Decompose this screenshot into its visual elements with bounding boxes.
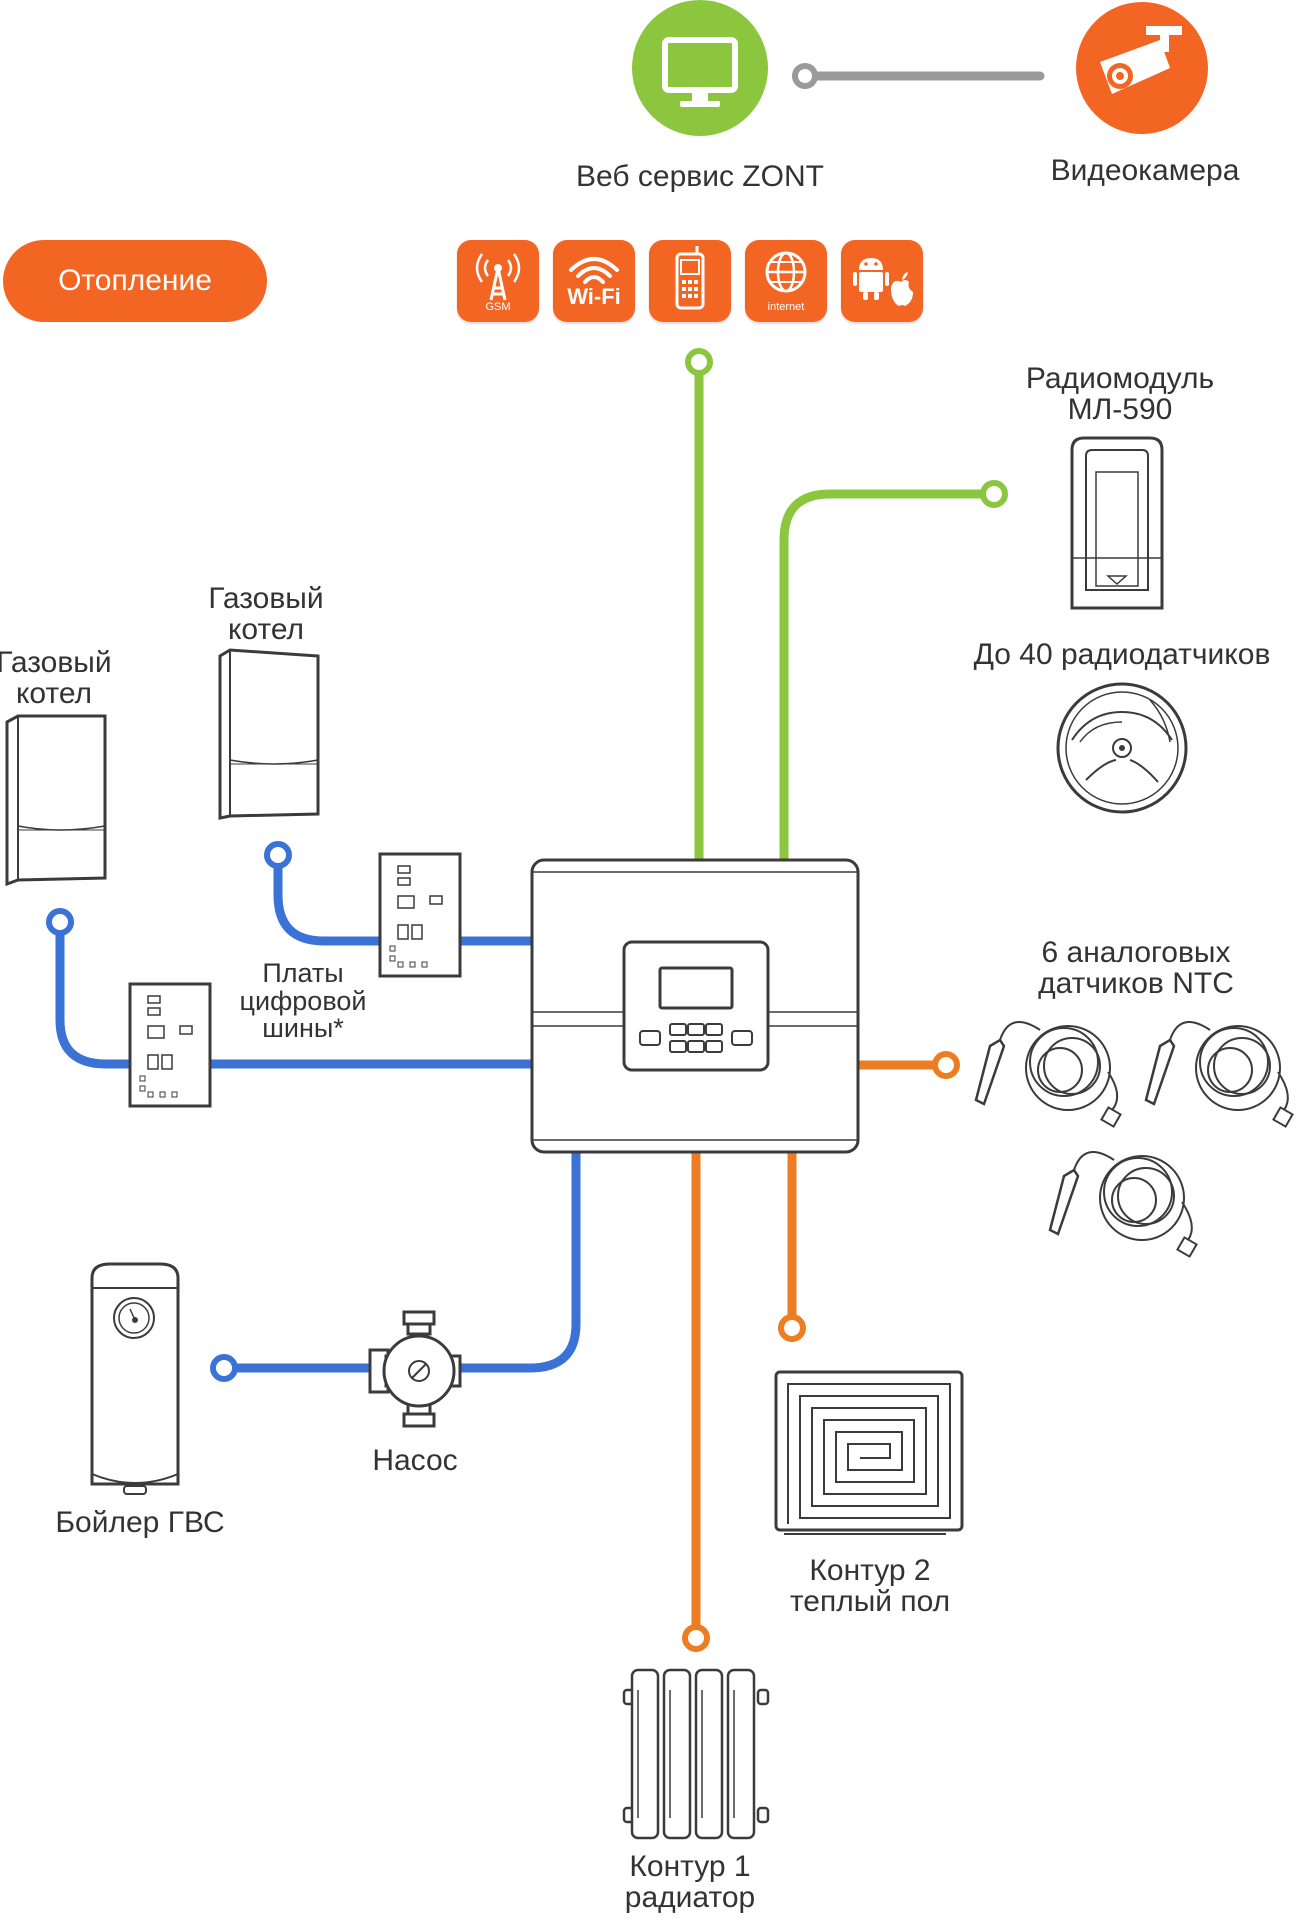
channel-mobile xyxy=(649,240,731,322)
internet-caption: internet xyxy=(767,301,805,313)
circuit-1-label: Контур 1 радиатор xyxy=(590,1850,790,1914)
dhw-connector xyxy=(210,1354,238,1382)
digital-bus-board-upper xyxy=(378,852,462,978)
blue-pump-line xyxy=(224,1152,581,1373)
circuit-1-label-line2: радиатор xyxy=(624,1880,756,1914)
radio-module-label-line2: МЛ-590 xyxy=(1067,392,1173,426)
radio-module-label-line1: Радиомодуль xyxy=(1025,362,1215,395)
digital-bus-label-line1: Платы xyxy=(262,958,344,988)
digital-bus-board-lower xyxy=(128,982,212,1108)
ntc-sensors-label-line2: датчиков NTC xyxy=(1038,966,1234,1000)
circuit-2-label: Контур 2 теплый пол xyxy=(760,1554,980,1618)
controller-display xyxy=(658,966,734,1010)
channel-gsm: GSM xyxy=(457,240,539,322)
ntc-sensor-3 xyxy=(1048,1151,1198,1258)
circuit-1-label-line1: Контур 1 xyxy=(629,1850,751,1883)
gas-boiler-mid xyxy=(218,648,320,820)
heating-badge: Отопление xyxy=(3,240,267,322)
channel-internet: internet xyxy=(745,240,827,322)
digital-bus-label-line3: шины* xyxy=(262,1013,344,1044)
gas-boiler-left-label-line1: Газовый xyxy=(0,646,112,679)
radio-sensors-label: До 40 радиодатчиков xyxy=(973,638,1271,671)
dhw-boiler-label: Бойлер ГВС xyxy=(55,1506,225,1539)
ntc-sensor-1 xyxy=(974,1021,1122,1128)
wifi-caption: Wi-Fi xyxy=(567,284,621,309)
circuit2-connector xyxy=(778,1314,806,1342)
floor-heating-coil xyxy=(774,1370,964,1535)
boiler-left-connector xyxy=(46,908,74,936)
pump-label: Насос xyxy=(372,1444,458,1477)
controller-unit xyxy=(530,858,860,1154)
circuit1-connector xyxy=(682,1624,710,1652)
web-service-icon xyxy=(632,0,768,136)
ntc-connector xyxy=(932,1051,960,1079)
gas-boiler-left xyxy=(5,714,107,887)
gas-boiler-mid-label: Газовый котел xyxy=(190,582,342,646)
globe-icon xyxy=(765,251,807,293)
circuit-2-label-line2: теплый пол xyxy=(789,1584,951,1618)
gas-boiler-mid-label-line1: Газовый xyxy=(208,582,324,615)
gas-boiler-mid-label-line2: котел xyxy=(227,612,305,646)
digital-bus-label-line2: цифровой xyxy=(239,985,367,1016)
gas-boiler-left-label-line2: котел xyxy=(15,676,93,710)
security-camera-icon xyxy=(1076,2,1208,134)
channel-mobile-apps xyxy=(841,240,923,322)
link-connector xyxy=(792,63,818,89)
wifi-icon xyxy=(569,257,619,284)
channel-wifi: Wi-Fi xyxy=(553,240,635,322)
radiator xyxy=(622,1668,770,1840)
blue-boiler-mid-line xyxy=(273,855,534,946)
gas-boiler-left-label: Газовый котел xyxy=(0,646,130,710)
ntc-sensor-2 xyxy=(1144,1021,1294,1128)
green-radio-line xyxy=(779,489,992,862)
digital-bus-label: Платы цифровой шины* xyxy=(228,958,378,1044)
circulation-pump xyxy=(368,1310,462,1428)
gsm-antenna-icon xyxy=(475,253,521,301)
radio-module-device xyxy=(1070,436,1164,610)
dhw-boiler xyxy=(90,1262,180,1495)
circuit-2-label-line1: Контур 2 xyxy=(809,1554,931,1587)
blue-boiler-left-line xyxy=(55,922,534,1069)
radio-module-label: Радиомодуль МЛ-590 xyxy=(990,362,1250,426)
radio-sensor-device xyxy=(1056,682,1188,814)
boiler-mid-connector xyxy=(264,841,292,869)
ntc-sensors-label: 6 аналоговых датчиков NTC xyxy=(1006,936,1266,1000)
mobile-phone-icon xyxy=(675,246,705,310)
gsm-caption: GSM xyxy=(485,301,511,313)
ntc-sensors-label-line1: 6 аналоговых xyxy=(1041,936,1231,969)
radio-connector xyxy=(980,480,1008,508)
android-apple-icon xyxy=(853,258,913,306)
uplink-connector xyxy=(685,348,713,376)
camera-label: Видеокамера xyxy=(1050,154,1240,187)
web-service-label: Веб сервис ZONT xyxy=(576,160,824,193)
